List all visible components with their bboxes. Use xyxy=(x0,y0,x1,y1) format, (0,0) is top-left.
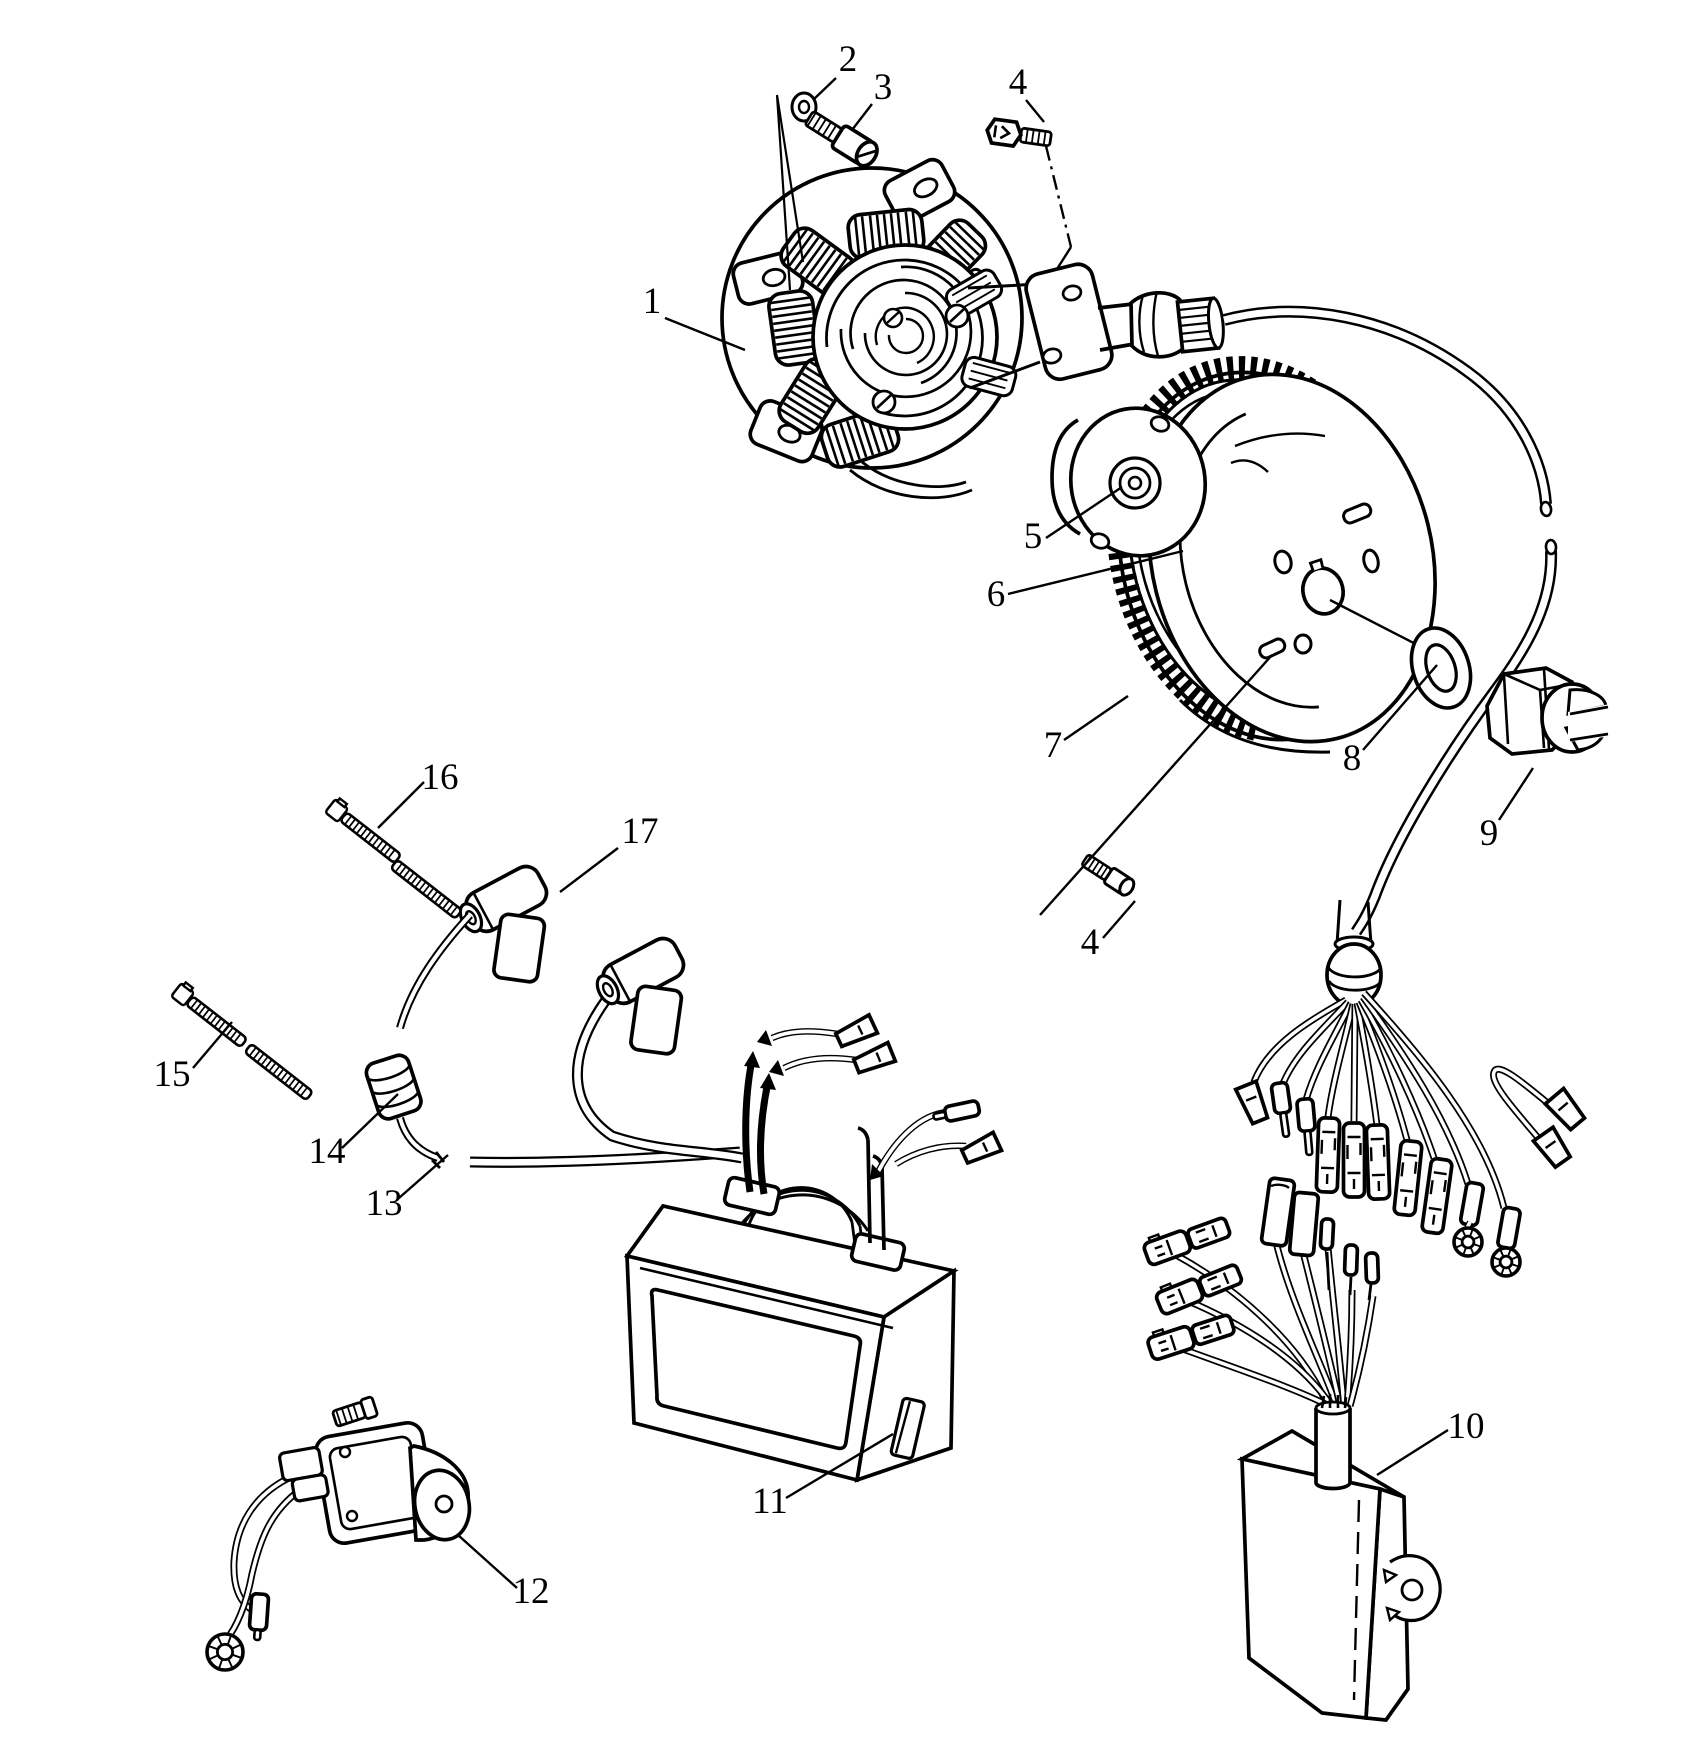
svg-text:3: 3 xyxy=(874,67,893,108)
svg-text:6: 6 xyxy=(987,574,1006,615)
svg-text:4: 4 xyxy=(1081,922,1100,963)
svg-text:2: 2 xyxy=(839,39,858,80)
svg-text:8: 8 xyxy=(1343,738,1362,779)
svg-text:5: 5 xyxy=(1024,516,1043,557)
svg-text:9: 9 xyxy=(1480,813,1499,854)
svg-text:1: 1 xyxy=(643,281,662,322)
svg-text:17: 17 xyxy=(622,811,659,852)
svg-text:12: 12 xyxy=(513,1571,550,1612)
svg-text:15: 15 xyxy=(154,1054,191,1095)
svg-text:13: 13 xyxy=(366,1183,403,1224)
svg-text:4: 4 xyxy=(1009,62,1028,103)
svg-text:7: 7 xyxy=(1044,725,1063,766)
svg-text:11: 11 xyxy=(752,1481,788,1522)
svg-text:16: 16 xyxy=(422,757,459,798)
svg-text:10: 10 xyxy=(1448,1406,1485,1447)
svg-text:14: 14 xyxy=(309,1131,346,1172)
